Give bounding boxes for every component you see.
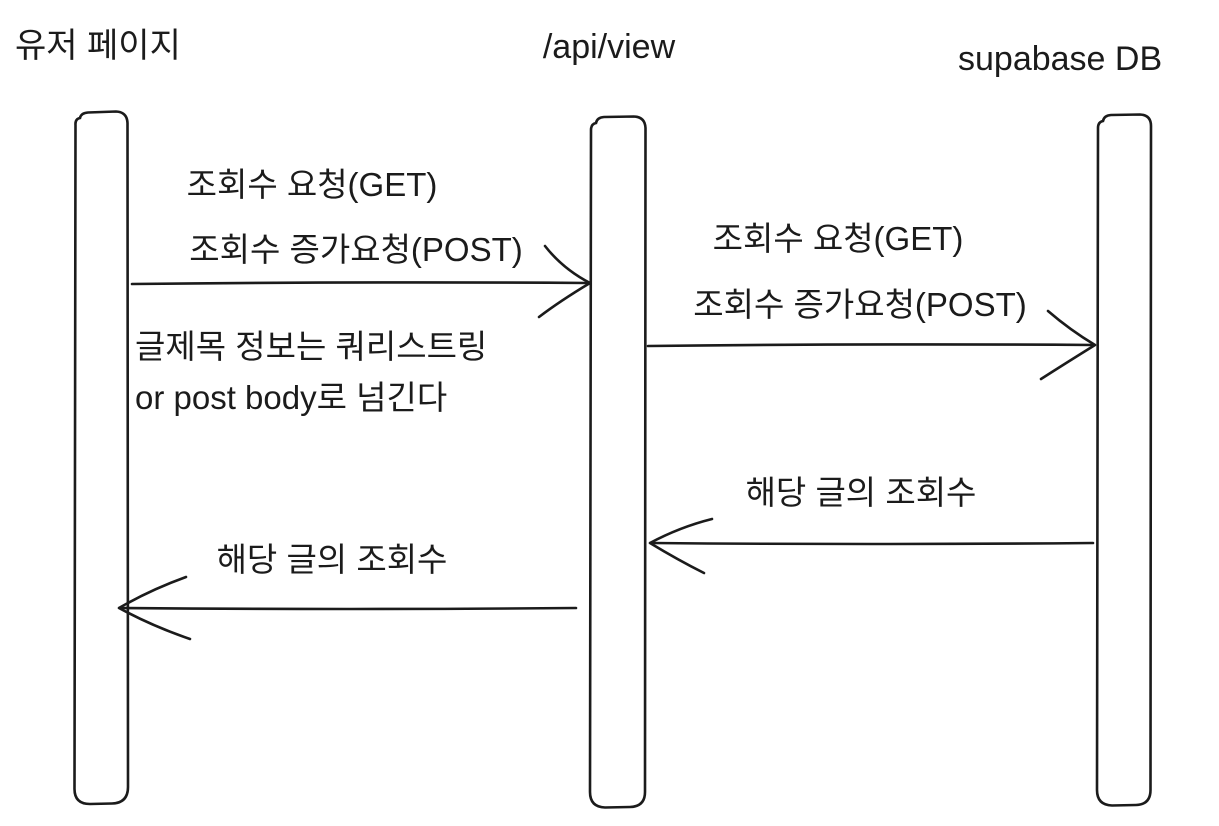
lifeline-user-page	[73, 110, 130, 806]
message-api-to-db: 조회수 요청(GET) 조회수 증가요청(POST)	[646, 220, 1097, 381]
message-api-to-user-arrowhead-icon	[117, 575, 192, 641]
message-db-to-api-line	[650, 541, 1095, 546]
message-db-to-api-label: 해당 글의 조회수	[746, 474, 977, 511]
message-api-to-db-label-2: 조회수 증가요청(POST)	[693, 286, 1027, 323]
message-user-to-api: 조회수 요청(GET) 조회수 증가요청(POST)	[130, 166, 592, 319]
lifeline-api-view	[588, 115, 647, 809]
message-api-to-db-label-1: 조회수 요청(GET)	[713, 220, 964, 257]
message-api-to-user-line	[120, 606, 578, 611]
message-db-to-api-arrowhead-icon	[648, 517, 714, 575]
message-api-to-user-label: 해당 글의 조회수	[217, 541, 448, 578]
message-api-to-db-arrowhead-icon	[1039, 309, 1097, 381]
actor-label-supabase-db: supabase DB	[958, 40, 1162, 78]
message-db-to-api: 해당 글의 조회수	[648, 474, 1095, 575]
note-line-2: or post body로 넘긴다	[135, 379, 447, 416]
note-querystring: 글제목 정보는 쿼리스트링 or post body로 넘긴다	[135, 328, 487, 416]
message-api-to-db-line	[646, 343, 1096, 348]
lifeline-supabase-db	[1095, 113, 1153, 807]
message-user-to-api-arrowhead-icon	[537, 244, 592, 319]
message-user-to-api-label-2: 조회수 증가요청(POST)	[189, 231, 523, 268]
actor-label-user-page: 유저 페이지	[15, 27, 181, 65]
message-api-to-user: 해당 글의 조회수	[117, 541, 578, 641]
message-user-to-api-line	[130, 281, 590, 286]
message-user-to-api-label-1: 조회수 요청(GET)	[187, 166, 438, 203]
actor-label-api-view: /api/view	[543, 28, 676, 66]
note-line-1: 글제목 정보는 쿼리스트링	[135, 328, 487, 365]
